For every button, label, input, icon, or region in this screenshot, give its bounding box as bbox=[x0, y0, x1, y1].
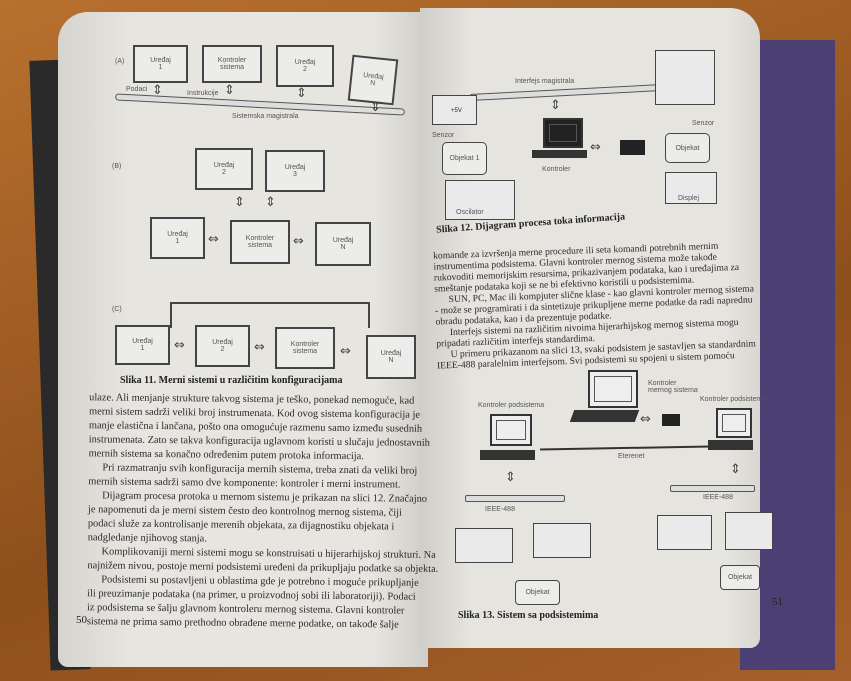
podaci-label: Podaci bbox=[126, 86, 148, 93]
object-box: Objekat bbox=[720, 565, 760, 590]
left-body-text: ulaze. Ali menjanje strukture takvog sis… bbox=[87, 391, 439, 632]
sub-controller-label: Kontroler podsistema bbox=[700, 396, 767, 403]
sub-controller-monitor bbox=[716, 408, 752, 438]
arrow-icon: ⇕ bbox=[234, 195, 245, 210]
oscillator-device: Oscilator bbox=[445, 180, 515, 220]
label-b: (B) bbox=[112, 163, 122, 170]
object1-box: Objekat 1 bbox=[442, 142, 487, 175]
controller-monitor bbox=[543, 118, 583, 148]
b-box: Uređaj 1 bbox=[150, 217, 205, 259]
printer-icon bbox=[620, 140, 645, 155]
a-box: Uređaj 1 bbox=[133, 45, 188, 83]
bus-label: Sistemska magistrala bbox=[232, 113, 299, 120]
ieee-label: IEEE-488 bbox=[485, 506, 515, 513]
keyboard bbox=[708, 440, 753, 450]
arrow-icon: ⇕ bbox=[505, 470, 516, 485]
b-box: Kontroler sistema bbox=[230, 220, 290, 264]
page-number-left: 50 bbox=[76, 614, 87, 626]
oscilloscope-device bbox=[655, 50, 715, 105]
main-controller-label: Kontroler mernog sistema bbox=[648, 380, 698, 394]
c-box: Uređaj 2 bbox=[195, 325, 250, 367]
bus-label: Interfejs magistrala bbox=[515, 78, 575, 85]
page-number-right: 51 bbox=[772, 596, 783, 608]
instrukcije-label: Instrukcije bbox=[187, 90, 219, 97]
object-box: Objekat bbox=[665, 133, 710, 163]
arrow-icon: ⇕ bbox=[265, 195, 276, 210]
a-box: Uređaj N bbox=[347, 54, 399, 106]
c-box: Kontroler sistema bbox=[275, 327, 335, 369]
arrow-icon: ⇔ bbox=[293, 234, 304, 249]
ieee-bus bbox=[670, 485, 755, 492]
arrow-icon: ⇔ bbox=[174, 338, 185, 353]
ethernet-label: Eterenet bbox=[618, 453, 645, 460]
b-box: Uređaj 3 bbox=[265, 150, 325, 192]
arrow-icon: ⇕ bbox=[152, 83, 163, 98]
label-a: (A) bbox=[115, 58, 125, 65]
figure-11-caption: Slika 11. Merni sistemi u različitim kon… bbox=[120, 375, 343, 386]
b-box: Uređaj N bbox=[315, 222, 371, 266]
label-c: (C) bbox=[112, 306, 122, 313]
arrow-icon: ⇕ bbox=[550, 98, 561, 113]
object-box: Objekat bbox=[515, 580, 560, 605]
a-box: Uređaj 2 bbox=[276, 45, 334, 87]
ieee-bus bbox=[465, 495, 565, 502]
arrow-icon: ⇔ bbox=[340, 344, 351, 359]
ieee-label: IEEE-488 bbox=[703, 494, 733, 501]
main-controller-monitor bbox=[588, 370, 638, 408]
arrow-icon: ⇔ bbox=[208, 232, 219, 247]
instrument-device bbox=[657, 515, 712, 550]
ring-link bbox=[170, 302, 370, 328]
display-label: Displej bbox=[678, 195, 700, 202]
keyboard bbox=[480, 450, 535, 460]
a-box: Kontroler sistema bbox=[202, 45, 262, 83]
arrow-icon: ⇔ bbox=[640, 412, 651, 427]
b-box: Uređaj 2 bbox=[195, 148, 253, 190]
arrow-icon: ⇔ bbox=[254, 340, 265, 355]
sub-controller-monitor bbox=[490, 414, 532, 446]
right-body-text: komande za izvršenja merne procedure ili… bbox=[433, 239, 757, 372]
keyboard bbox=[532, 150, 587, 158]
sensor-label: Senzor bbox=[692, 120, 715, 127]
oscillator-label: Oscilator bbox=[456, 209, 484, 216]
instrument-device bbox=[725, 512, 773, 550]
c-box: Uređaj 1 bbox=[115, 325, 170, 365]
c-box: Uređaj N bbox=[366, 335, 416, 379]
keyboard bbox=[569, 410, 640, 422]
voltage-device: +5V bbox=[432, 95, 477, 125]
arrow-icon: ⇕ bbox=[730, 462, 741, 477]
arrow-icon: ⇕ bbox=[296, 86, 307, 101]
arrow-icon: ⇕ bbox=[224, 83, 235, 98]
display-device: Displej bbox=[665, 172, 717, 204]
instrument-device bbox=[455, 528, 513, 563]
arrow-icon: ⇔ bbox=[590, 140, 601, 155]
figure-13-caption: Slika 13. Sistem sa podsistemima bbox=[458, 610, 599, 621]
printer-icon bbox=[662, 414, 680, 426]
sensor-label: Senzor bbox=[432, 132, 455, 139]
instrument-device bbox=[533, 523, 591, 558]
arrow-icon: ⇕ bbox=[370, 100, 381, 115]
controller-label: Kontroler bbox=[542, 166, 571, 173]
sub-controller-label: Kontroler podsistema bbox=[478, 402, 545, 409]
